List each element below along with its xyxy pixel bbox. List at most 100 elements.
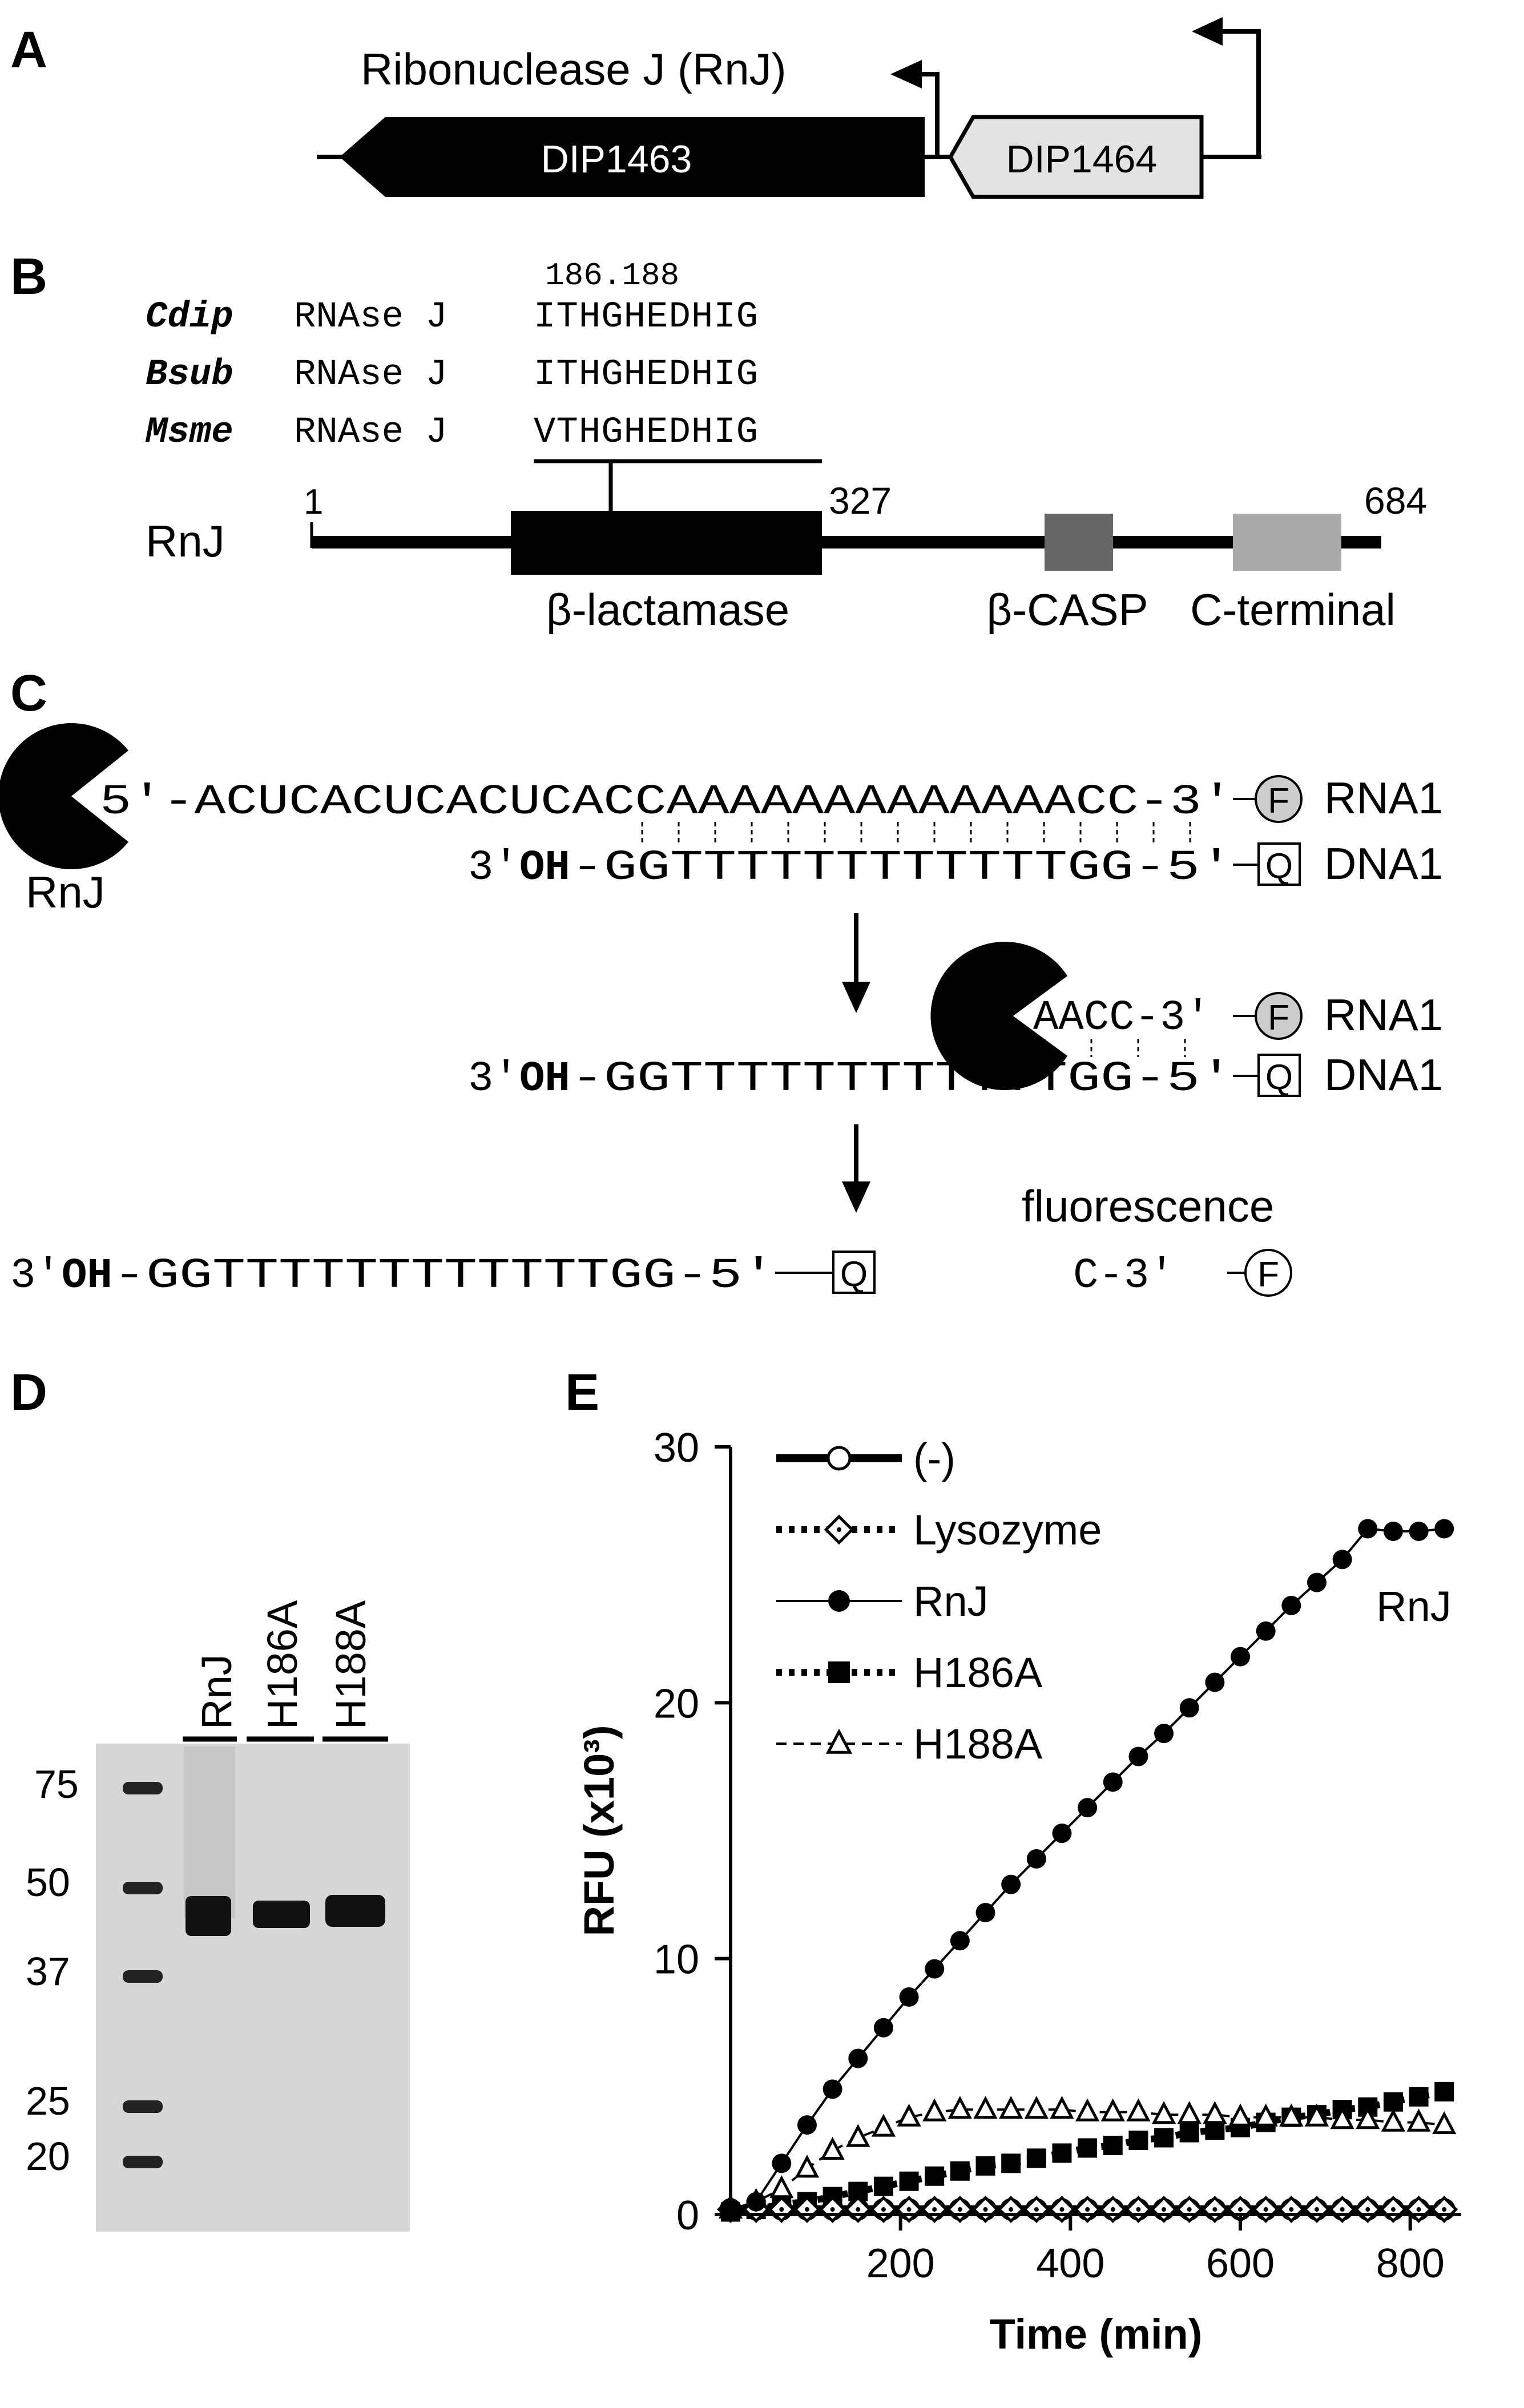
data-point [1100, 2098, 1125, 2121]
protein-band-h188a [325, 1895, 385, 1927]
fluorophore-icon [1255, 775, 1303, 823]
data-point [1332, 1550, 1352, 1570]
data-point [1179, 1698, 1199, 1718]
data-point [1281, 1595, 1301, 1615]
data-point-dot [1289, 2207, 1294, 2212]
data-point [828, 1590, 850, 1612]
series-lysozyme [717, 2196, 1458, 2223]
gel-smear [184, 1746, 235, 1918]
data-point-dot [1187, 2207, 1192, 2212]
data-point [925, 2166, 945, 2186]
y-tick-label: 20 [654, 1681, 699, 1727]
data-point [1052, 2143, 1072, 2163]
protein-name: RNAse J [294, 297, 447, 338]
panel-a: A Ribonuclease J (RnJ) DIP1463 DIP1464 [10, 17, 1261, 199]
data-point [1151, 2101, 1176, 2124]
data-point-dot [1034, 2207, 1039, 2212]
data-point [1154, 1724, 1174, 1744]
gene-title: Ribonuclease J (RnJ) [361, 44, 787, 94]
quencher-icon [832, 1251, 876, 1294]
data-point [769, 2175, 794, 2199]
data-point-dot [1136, 2207, 1141, 2212]
legend-label: Lysozyme [913, 1506, 1102, 1554]
data-point [746, 2192, 766, 2212]
dna1-sequence: -GGTTTTTTTTTTTTGG-5' [571, 844, 1233, 892]
promoter-arrow-1 [920, 72, 940, 157]
data-point-dot [1390, 2207, 1396, 2212]
y-tick-label: 10 [654, 1937, 699, 1983]
data-point [1050, 2096, 1074, 2119]
data-point [1078, 2138, 1098, 2158]
step-arrowhead [842, 982, 870, 1013]
legend-item: (-) [776, 1435, 955, 1482]
rna1-name: RNA1 [1324, 990, 1443, 1040]
data-point-dot [1085, 2207, 1090, 2212]
x-tick-label: 800 [1376, 2241, 1445, 2286]
motif-sequence: ITHGHEDHIG [534, 297, 759, 338]
panel-a-letter: A [10, 22, 47, 79]
legend-item: H188A [776, 1720, 1043, 1768]
data-point [1409, 2087, 1429, 2107]
data-point [948, 2096, 973, 2119]
data-point [873, 2018, 893, 2038]
data-point-dot [881, 2207, 886, 2212]
data-point [1128, 1746, 1148, 1766]
legend-label: H188A [913, 1720, 1043, 1768]
domain-beta-lactamase [511, 511, 822, 575]
dna1-sequence: -GGTTTTTTTTTTTTGG-5' [571, 1055, 1233, 1103]
protein-name: RNAse J [294, 412, 447, 453]
gene-dip1464-label: DIP1464 [1006, 138, 1158, 181]
fluorophore-label: F [1257, 1255, 1279, 1294]
data-point [846, 2124, 870, 2147]
data-point-dot [1314, 2207, 1319, 2212]
data-point [973, 2096, 998, 2119]
data-point [1024, 2096, 1049, 2119]
domain-beta-casp [1045, 514, 1113, 571]
domain-beta-lactamase-label: β-lactamase [546, 584, 789, 635]
dna1-sequence: -GGTTTTTTTTTTTTGG-5' [113, 1252, 775, 1300]
ladder-band [123, 1970, 163, 1983]
data-point [1253, 2103, 1278, 2127]
dna1-3prime: 3' [468, 844, 519, 892]
protein-label: RnJ [146, 516, 225, 566]
data-point [871, 2113, 896, 2137]
panel-d: D RnJ H186A H188A 75 50 37 25 20 [10, 1364, 410, 2232]
domain-c-terminal [1233, 514, 1341, 571]
data-point-dot [1238, 2207, 1243, 2212]
data-point [1103, 1772, 1123, 1792]
data-point [1383, 1521, 1403, 1541]
gene-dip1463-label: DIP1463 [541, 138, 692, 181]
data-point [897, 2103, 921, 2127]
data-point [1304, 2103, 1329, 2127]
data-point [999, 2096, 1023, 2119]
marker-20: 20 [26, 2134, 70, 2179]
data-point [899, 1987, 919, 2007]
data-point [1103, 2135, 1123, 2155]
gene-dip1464-arrow [948, 115, 1204, 199]
data-point [1177, 2101, 1202, 2124]
released-nucleotide: C-3' [1073, 1252, 1175, 1300]
data-point-dot [1263, 2207, 1268, 2212]
data-point [797, 2115, 817, 2135]
marker-50: 50 [26, 1860, 70, 1905]
dna1-name: DNA1 [1324, 1050, 1443, 1100]
promoter-arrowhead-1 [890, 60, 922, 88]
data-point-dot [1110, 2207, 1115, 2212]
dna1-3prime: 3' [10, 1252, 61, 1300]
data-point [1409, 1521, 1429, 1541]
data-point [1052, 1823, 1072, 1843]
legend-item: RnJ [776, 1578, 989, 1625]
marker-25: 25 [26, 2079, 70, 2123]
legend-label: H186A [913, 1649, 1043, 1696]
panel-d-letter: D [10, 1364, 47, 1421]
panel-e-letter: E [565, 1364, 599, 1421]
alignment-position-label: 186.188 [545, 257, 679, 294]
motif-sequence: VTHGHEDHIG [534, 412, 759, 453]
data-point [1406, 2108, 1431, 2132]
rna1-name: RNA1 [1324, 773, 1443, 823]
data-point [826, 1446, 852, 1471]
